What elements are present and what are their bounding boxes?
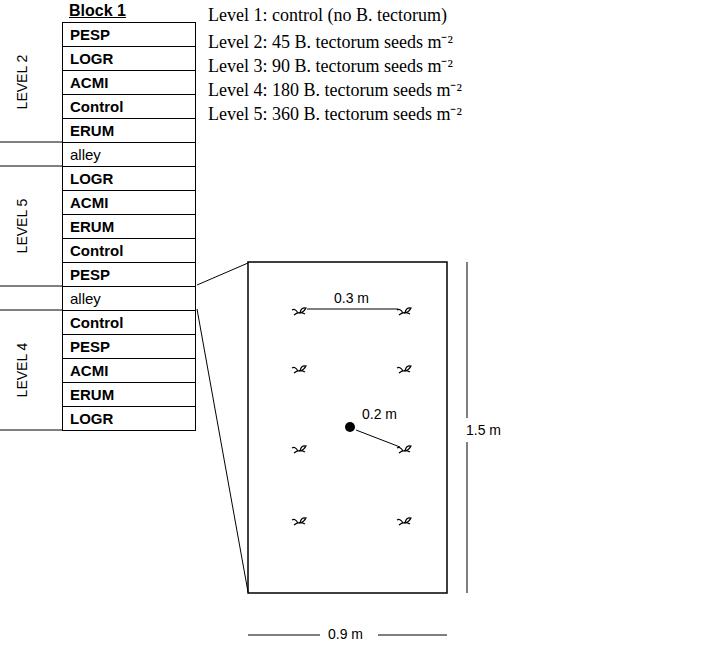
cell-label: ERUM: [70, 218, 114, 235]
dimension-label: 0.3 m: [332, 290, 371, 306]
seedling: [292, 308, 306, 315]
cell-label: ERUM: [70, 122, 114, 139]
plot-cell: PESP: [62, 334, 196, 359]
cell-label: Control: [70, 98, 123, 115]
dimension-line: [356, 430, 400, 447]
cell-label: Control: [70, 242, 123, 259]
plot-cell: Control: [62, 94, 196, 119]
level-label: LEVEL 4: [14, 343, 30, 398]
cell-label: PESP: [70, 338, 110, 355]
dimension-label: 0.2 m: [360, 406, 399, 422]
center-point: [345, 422, 355, 432]
seedling: [292, 366, 306, 373]
cell-label: alley: [70, 290, 101, 307]
plot-outline: [248, 262, 447, 593]
cell-label: LOGR: [70, 50, 113, 67]
alley-cell: alley: [62, 142, 196, 167]
plot-cell: PESP: [62, 22, 196, 47]
plot-cell: LOGR: [62, 166, 196, 191]
plot-cell: ACMI: [62, 70, 196, 95]
dimension-line: [248, 635, 320, 636]
zoom-lines: [197, 263, 248, 592]
dimension-line: [307, 309, 398, 310]
cell-label: PESP: [70, 266, 110, 283]
zoom-line: [197, 263, 248, 285]
seedling: [397, 366, 411, 373]
cell-label: ACMI: [70, 194, 108, 211]
cell-label: Block 1: [69, 2, 126, 20]
level-label: LEVEL 2: [14, 55, 30, 110]
cell-label: ERUM: [70, 386, 114, 403]
cell-label: LOGR: [70, 410, 113, 427]
plot-cell: LOGR: [62, 46, 196, 71]
seedling: [292, 518, 306, 525]
plot-cell: Control: [62, 310, 196, 335]
divider-line: [0, 310, 62, 311]
dimension-label: 0.9 m: [326, 626, 365, 642]
plot-cell: ACMI: [62, 358, 196, 383]
seedling: [397, 518, 411, 525]
treatment-key: Level 3: 90 B. tectorum seeds m⁻²: [208, 53, 453, 77]
cell-label: ACMI: [70, 362, 108, 379]
divider-line: [0, 286, 62, 287]
seedling: [292, 446, 306, 453]
divider-line: [0, 166, 62, 167]
dimension-line: [467, 442, 468, 593]
plot-cell: ERUM: [62, 382, 196, 407]
plot-cell: Control: [62, 238, 196, 263]
seedling: [397, 308, 411, 315]
plot-cell: ERUM: [62, 118, 196, 143]
cell-label: LOGR: [70, 170, 113, 187]
dimension-line: [378, 635, 447, 636]
cell-label: alley: [70, 146, 101, 163]
divider-line: [0, 430, 62, 431]
dimension-label: 1.5 m: [464, 422, 503, 438]
plot-cell: ACMI: [62, 190, 196, 215]
level-label: LEVEL 5: [14, 199, 30, 254]
plot-cell: LOGR: [62, 406, 196, 431]
cell-label: PESP: [70, 26, 110, 43]
divider-line: [0, 142, 62, 143]
plot-cell: ERUM: [62, 214, 196, 239]
dimension-lines: [248, 262, 467, 635]
treatment-key: Level 4: 180 B. tectorum seeds m⁻²: [208, 77, 462, 101]
cell-label: Control: [70, 314, 123, 331]
dimension-line: [467, 262, 468, 418]
treatment-key: Level 2: 45 B. tectorum seeds m⁻²: [208, 29, 453, 53]
treatment-key: Level 5: 360 B. tectorum seeds m⁻²: [208, 101, 462, 125]
cell-label: ACMI: [70, 74, 108, 91]
treatment-key: Level 1: control (no B. tectorum): [208, 5, 447, 26]
alley-cell: alley: [62, 286, 196, 311]
level-dividers: [0, 142, 62, 430]
zoom-line: [197, 309, 248, 592]
plot-cell: PESP: [62, 262, 196, 287]
seedlings: [292, 308, 411, 525]
block-heading: Block 1: [62, 0, 195, 22]
